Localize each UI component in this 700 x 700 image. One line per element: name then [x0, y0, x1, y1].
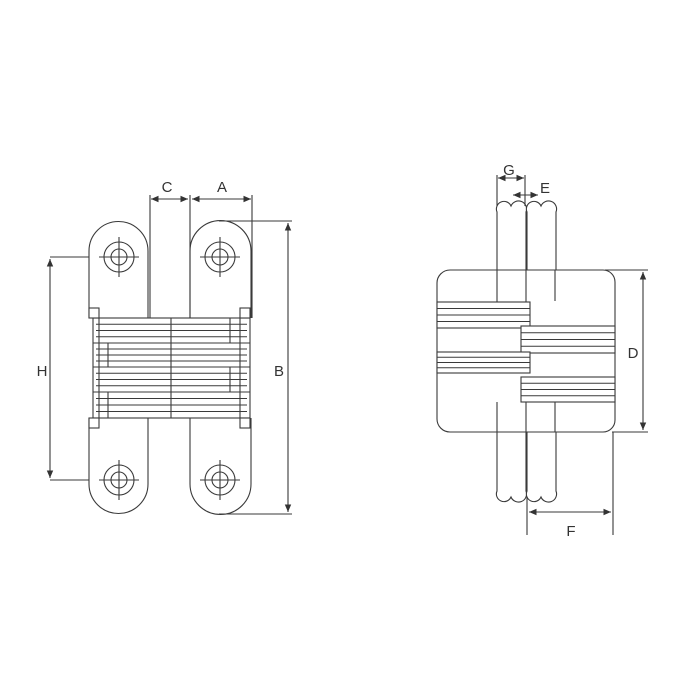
- screw-hole: [200, 237, 240, 277]
- barrel-strip: [520, 325, 616, 354]
- screw-hole: [200, 460, 240, 500]
- side-view: G E D F: [436, 162, 648, 540]
- label-f: F: [566, 523, 575, 540]
- dimension-f: F: [526, 432, 614, 540]
- screw-hole: [99, 237, 139, 277]
- barrel: [88, 307, 251, 429]
- dimension-h: H: [37, 256, 89, 481]
- label-d: D: [628, 345, 639, 362]
- dimension-d: D: [605, 269, 648, 433]
- screw-hole: [99, 460, 139, 500]
- label-b: B: [274, 363, 284, 380]
- dimension-c: C: [149, 179, 191, 318]
- dimension-e: E: [513, 180, 550, 199]
- barrel-strip: [436, 351, 531, 374]
- front-view: C A B H: [37, 179, 292, 515]
- dimension-b: B: [219, 220, 292, 515]
- dimension-a: A: [192, 179, 253, 318]
- barrel-strip: [520, 376, 616, 403]
- label-a: A: [217, 179, 227, 196]
- label-h: H: [37, 363, 48, 380]
- barrel-strips: [436, 301, 616, 403]
- dimension-g: G: [496, 162, 526, 206]
- barrel-strip: [436, 301, 531, 329]
- screw-holes: [99, 237, 240, 500]
- label-e: E: [540, 180, 550, 197]
- label-g: G: [503, 162, 515, 179]
- label-c: C: [162, 179, 173, 196]
